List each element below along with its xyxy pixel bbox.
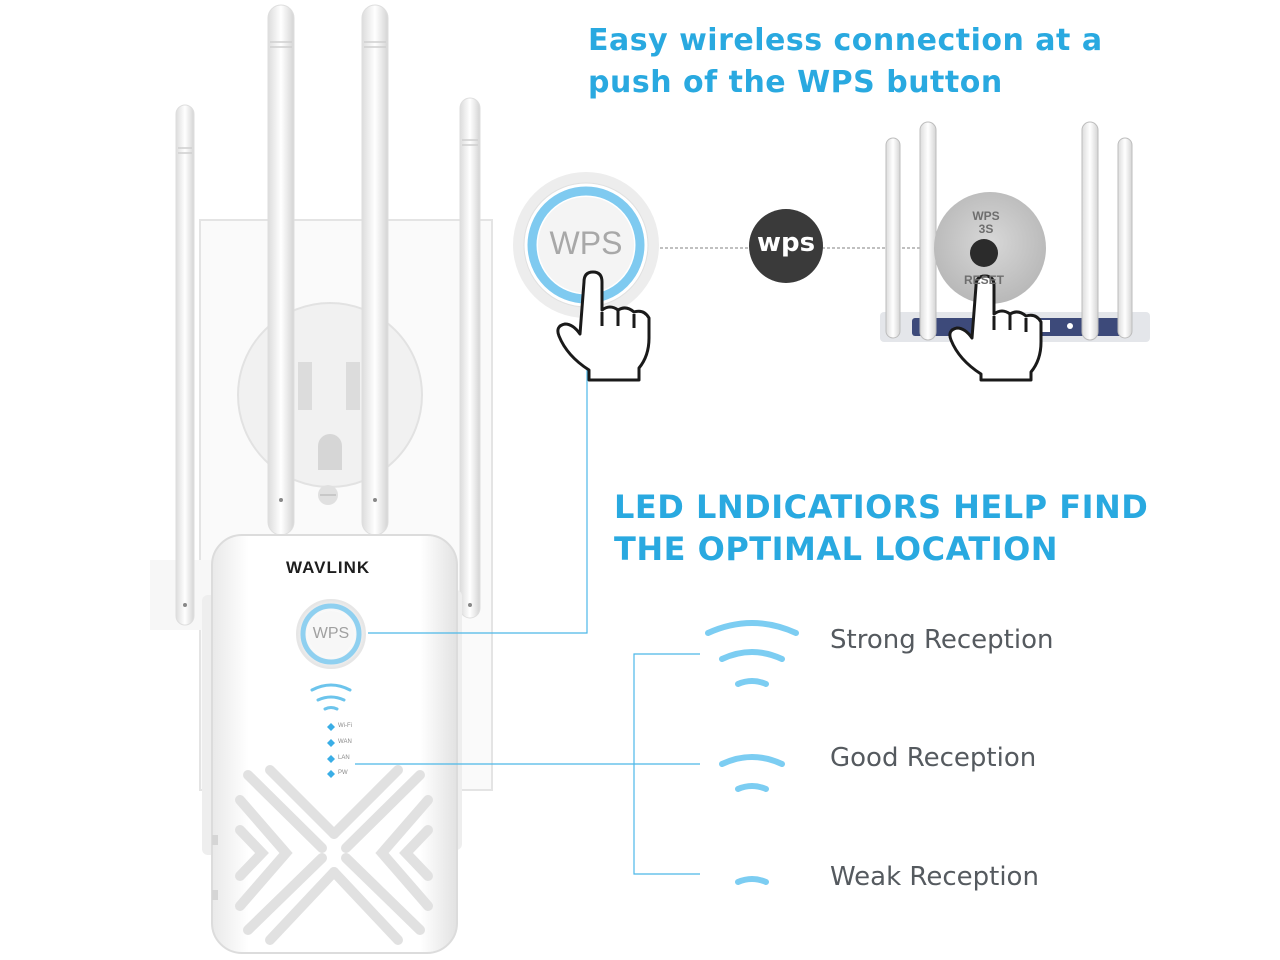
- extender-body: [211, 534, 458, 954]
- hand-pointer-icon-router: [948, 274, 1043, 382]
- extender-wps-button: [296, 599, 366, 669]
- weak-reception-icon: [735, 876, 769, 885]
- good-reception-label: Good Reception: [830, 743, 1037, 773]
- zoomed-wps-button: [513, 172, 659, 318]
- strong-reception-label: Strong Reception: [830, 625, 1054, 655]
- led-label-wan: WAN: [338, 739, 352, 745]
- router-wps-disc: [934, 192, 1046, 304]
- brand-logo: WAVLINK: [286, 558, 371, 577]
- connector-lines: [355, 370, 700, 875]
- led-label-wifi: Wi-Fi: [338, 723, 352, 729]
- weak-reception-label: Weak Reception: [830, 862, 1039, 892]
- hand-pointer-icon: [556, 270, 651, 382]
- led-label-lan: LAN: [338, 755, 350, 761]
- headline-led: LED LNDICATIORS HELP FIND THE OPTIMAL LO…: [614, 488, 1149, 568]
- strong-reception-icon: [705, 620, 799, 687]
- wps-badge: wps: [756, 228, 816, 258]
- wps-badge-bg: [749, 209, 823, 283]
- zoomed-wps-label: WPS: [549, 225, 623, 261]
- router-wps-label: WPS: [972, 209, 1000, 223]
- led-indicators: [327, 723, 335, 778]
- extender-wps-label: WPS: [312, 625, 350, 642]
- router-seconds-label: 3S: [978, 222, 994, 236]
- good-reception-icon: [719, 754, 785, 792]
- router-reset-label: RESET: [963, 273, 1004, 287]
- led-label-pw: PW: [338, 770, 348, 776]
- wifi-signal-icon: [310, 683, 352, 711]
- headline-wps: Easy wireless connection at a push of th…: [588, 23, 1103, 100]
